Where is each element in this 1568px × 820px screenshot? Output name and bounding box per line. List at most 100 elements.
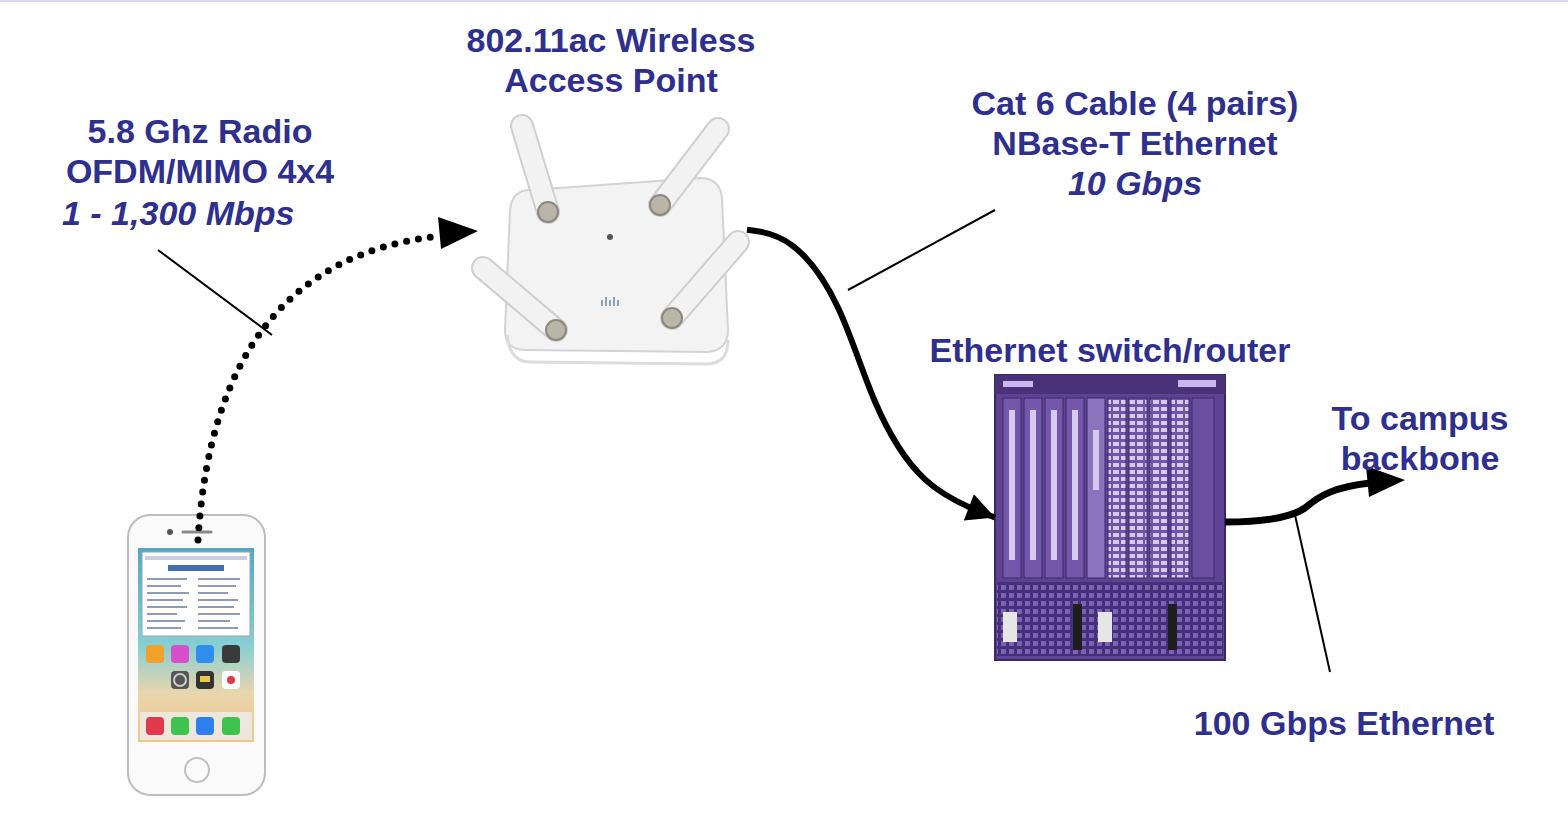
antenna-edge	[483, 268, 556, 330]
screen-line	[198, 578, 240, 580]
screen-line	[147, 592, 189, 594]
app-icon	[196, 645, 214, 663]
node-heading: Ethernet switch/router	[930, 330, 1291, 370]
dock-icon	[171, 717, 189, 735]
screen-toolbar	[145, 556, 247, 560]
app-icon-mark	[227, 676, 235, 684]
chassis-top	[995, 375, 1225, 394]
access-point-node: 802.11ac Wireless Access Point	[475, 115, 747, 370]
screen-page	[142, 552, 250, 636]
cable-label: Cat 6 Cable (4 pairs) NBase-T Ethernet	[935, 83, 1335, 163]
ap-logo-bar	[609, 300, 611, 306]
port-strip	[1030, 410, 1036, 560]
leader-line	[1295, 515, 1330, 672]
screen-line	[147, 613, 177, 615]
card-ports	[1009, 410, 1099, 560]
screen-line	[147, 606, 187, 608]
antenna-base	[538, 202, 558, 222]
port-strip	[1072, 410, 1078, 560]
app-icon	[171, 645, 189, 663]
access-point	[483, 126, 738, 364]
screen-line	[198, 620, 230, 622]
app-icon-mark	[200, 676, 210, 682]
home-button	[185, 758, 209, 782]
antenna	[522, 126, 548, 212]
screen-line	[147, 620, 185, 622]
chassis-body	[995, 375, 1225, 660]
ap-logo-bar	[613, 297, 615, 306]
backbone-label: To campus backbone	[1290, 398, 1550, 478]
dock-icon	[222, 717, 240, 735]
app-icon	[222, 671, 240, 689]
ap-led	[607, 234, 613, 240]
antenna-base	[546, 320, 566, 340]
radio-label: 5.8 Ghz Radio OFDM/MIMO 4x4	[40, 111, 360, 191]
antenna	[483, 268, 556, 330]
antenna-base	[650, 195, 670, 215]
ap-logo-bar	[605, 297, 607, 306]
switch-chassis	[995, 375, 1225, 660]
phone-speaker	[183, 531, 211, 534]
line-card	[1171, 398, 1189, 578]
cable-connector	[747, 230, 995, 518]
line-card	[1192, 398, 1214, 578]
radio-rate: 1 - 1,300 Mbps	[62, 193, 294, 233]
cable-rate: 10 Gbps	[935, 163, 1335, 203]
screen-line	[147, 599, 183, 601]
antenna-edge	[660, 129, 718, 205]
antenna-edge	[522, 126, 548, 212]
screen-lines	[147, 578, 240, 629]
screen-line	[198, 613, 240, 615]
backbone-link	[1225, 483, 1370, 522]
chassis-badge	[1003, 381, 1033, 387]
power-supply	[1098, 612, 1112, 642]
power-supply	[1003, 612, 1017, 642]
screen-line	[198, 606, 234, 608]
line-card	[1024, 398, 1042, 578]
ap-logo-bar	[601, 300, 603, 306]
antenna	[672, 242, 738, 318]
leader-line	[158, 250, 272, 335]
radio-link	[198, 236, 440, 540]
port-strip	[1093, 430, 1099, 490]
line-card	[1066, 398, 1084, 578]
antenna-base	[662, 308, 682, 328]
dock-icon	[146, 717, 164, 735]
top-rule	[0, 0, 1568, 2]
screen-line	[198, 599, 238, 601]
line-card	[1150, 398, 1168, 578]
screen-line	[147, 585, 181, 587]
line-cards	[1003, 398, 1214, 578]
app-icon	[196, 671, 214, 689]
app-icon-mark	[174, 674, 186, 686]
dock	[140, 712, 252, 740]
phone-body	[128, 515, 265, 795]
screen-line	[198, 627, 238, 629]
chassis-badge	[1178, 380, 1216, 387]
screen-line	[198, 592, 228, 594]
phone-camera	[167, 529, 173, 535]
line-card	[1045, 398, 1063, 578]
line-card	[1087, 398, 1105, 578]
antenna	[660, 129, 718, 205]
chassis-vents	[997, 582, 1223, 656]
leader-line	[848, 210, 995, 290]
port-strip	[1009, 410, 1015, 560]
node-heading: 802.11ac Wireless Access Point	[446, 20, 776, 100]
screen-line	[198, 585, 236, 587]
line-card	[1108, 398, 1126, 578]
app-icon	[171, 671, 189, 689]
ap-logo-bar	[617, 300, 619, 306]
screen-line	[147, 627, 181, 629]
smartphone	[128, 515, 265, 795]
radio-arrowhead	[438, 217, 478, 249]
power-handle	[1073, 604, 1082, 650]
antenna-edge	[672, 242, 738, 318]
port-strip	[1051, 410, 1057, 560]
ap-logo	[601, 297, 619, 306]
power-handle	[1168, 604, 1177, 650]
dock-icon	[196, 717, 214, 735]
backbone-rate: 100 Gbps Ethernet	[1144, 703, 1544, 743]
line-card	[1003, 398, 1021, 578]
